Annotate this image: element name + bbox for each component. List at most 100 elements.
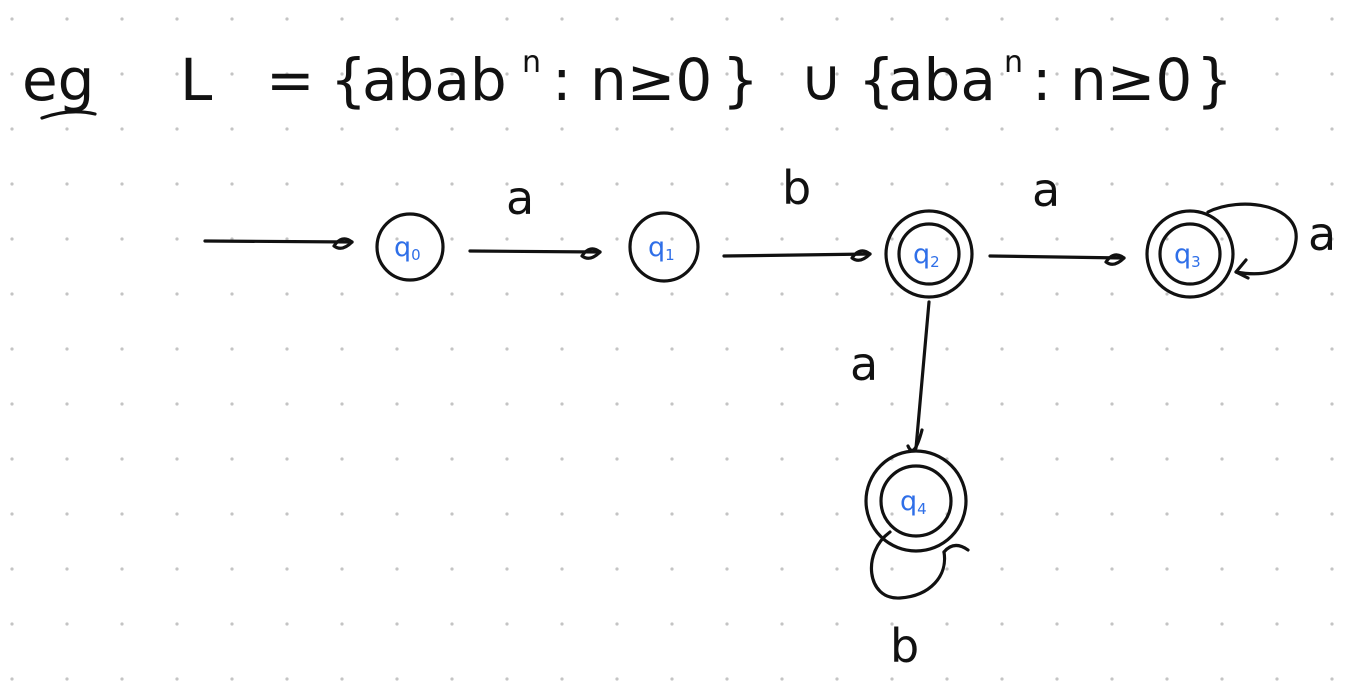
grid-dot [395, 127, 399, 131]
state-q3: q3 [1145, 209, 1235, 299]
grid-dot [1165, 677, 1169, 681]
eg-underline-stroke [40, 110, 97, 120]
grid-dot [285, 347, 289, 351]
grid-dot [615, 567, 619, 571]
grid-dot [1220, 17, 1224, 21]
grid-dot [10, 17, 14, 21]
grid-dot [670, 72, 674, 76]
grid-dot [560, 127, 564, 131]
grid-dot [670, 237, 674, 241]
grid-dot [945, 72, 949, 76]
grid-dot [1110, 17, 1114, 21]
grid-dot [230, 677, 234, 681]
grid-dot [835, 347, 839, 351]
grid-dot [175, 457, 179, 461]
grid-dot [450, 677, 454, 681]
grid-dot [10, 677, 14, 681]
state-q2-outer-circle [884, 209, 974, 299]
grid-dot [1110, 127, 1114, 131]
grid-dot [835, 622, 839, 626]
self-loop-q4-label: b [890, 619, 919, 673]
grid-dot [615, 72, 619, 76]
grid-dot [395, 347, 399, 351]
edge-q2-q4-arrowhead [906, 428, 924, 452]
grid-dot [1110, 512, 1114, 516]
grid-dot [1000, 567, 1004, 571]
grid-dot [340, 677, 344, 681]
grid-dot [1055, 182, 1059, 186]
grid-dot [945, 17, 949, 21]
grid-dot [780, 72, 784, 76]
grid-dot [1055, 457, 1059, 461]
state-q1: q1 [628, 211, 700, 283]
grid-dot [1220, 182, 1224, 186]
grid-dot [120, 347, 124, 351]
grid-dot [1000, 17, 1004, 21]
grid-dot [395, 402, 399, 406]
grid-dot [1000, 292, 1004, 296]
grid-dot [395, 182, 399, 186]
grid-dot [560, 567, 564, 571]
grid-dot [615, 182, 619, 186]
grid-dot [1110, 402, 1114, 406]
grid-dot [65, 402, 69, 406]
grid-dot [1000, 127, 1004, 131]
set2-word: aba [888, 46, 996, 114]
state-q1-label: q1 [648, 232, 675, 264]
grid-dot [1055, 622, 1059, 626]
grid-dot [835, 512, 839, 516]
grid-dot [1000, 182, 1004, 186]
self-loop-q3-label: a [1308, 207, 1336, 261]
edge-q2-q3 [988, 254, 1126, 260]
set2-close-brace: } [1196, 46, 1233, 114]
grid-dot [1165, 402, 1169, 406]
grid-dot [505, 567, 509, 571]
grid-dot [1330, 17, 1334, 21]
state-q0-label: q0 [394, 232, 421, 264]
edge-q2-q4 [914, 300, 931, 450]
grid-dot [560, 457, 564, 461]
grid-dot [230, 182, 234, 186]
grid-dot [780, 622, 784, 626]
grid-dot [175, 512, 179, 516]
grid-dot [175, 182, 179, 186]
grid-dot [1275, 622, 1279, 626]
grid-dot [835, 292, 839, 296]
grid-dot [285, 127, 289, 131]
grid-dot [340, 402, 344, 406]
grid-dot [1165, 347, 1169, 351]
grid-dot [1055, 347, 1059, 351]
grid-dot [780, 567, 784, 571]
grid-dot [230, 402, 234, 406]
grid-dot [65, 567, 69, 571]
grid-dot [65, 457, 69, 461]
grid-dot [1220, 622, 1224, 626]
edge-q1-q2-arrowhead [850, 249, 872, 262]
grid-dot [1220, 677, 1224, 681]
grid-dot [780, 677, 784, 681]
grid-dot [1055, 402, 1059, 406]
grid-dot [120, 677, 124, 681]
grid-dot [835, 182, 839, 186]
grid-dot [560, 402, 564, 406]
grid-dot [780, 512, 784, 516]
grid-dot [10, 292, 14, 296]
grid-dot [890, 677, 894, 681]
grid-dot [175, 402, 179, 406]
grid-dot [450, 512, 454, 516]
grid-dot [285, 512, 289, 516]
grid-dot [1275, 17, 1279, 21]
grid-dot [890, 292, 894, 296]
grid-dot [615, 402, 619, 406]
grid-dot [175, 292, 179, 296]
grid-dot [395, 512, 399, 516]
grid-dot [450, 402, 454, 406]
grid-dot [890, 512, 894, 516]
dot-grid [10, 17, 1334, 681]
grid-dot [1330, 402, 1334, 406]
grid-dot [560, 622, 564, 626]
state-q1-circle [628, 211, 700, 283]
state-q4-inner-circle [879, 464, 953, 538]
grid-dot [65, 72, 69, 76]
